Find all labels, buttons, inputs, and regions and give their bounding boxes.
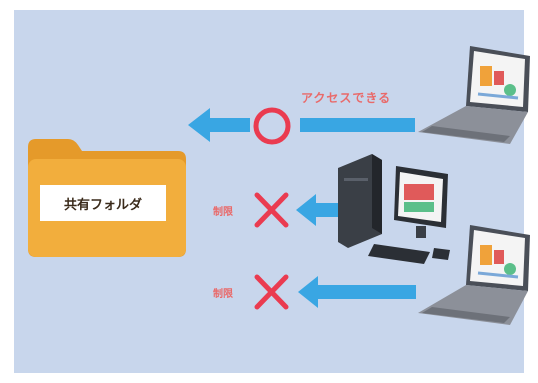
- folder-label: 共有フォルダ: [40, 185, 166, 221]
- circle-icon: [253, 107, 291, 145]
- arrow-denied: [298, 276, 416, 308]
- laptop-icon: [418, 225, 530, 325]
- shared-folder: 共有フォルダ: [28, 133, 188, 257]
- folder-label-text: 共有フォルダ: [63, 197, 142, 213]
- desktop-pc-icon: [338, 154, 450, 264]
- access-label: アクセスできる: [301, 91, 392, 105]
- arrow-allowed: [188, 108, 415, 142]
- denied-label: 制限: [213, 289, 233, 300]
- cross-icon: [254, 274, 289, 310]
- laptop-icon: [418, 46, 530, 144]
- denied-label: 制限: [213, 207, 233, 218]
- arrow-denied: [296, 194, 340, 226]
- cross-icon: [254, 192, 289, 228]
